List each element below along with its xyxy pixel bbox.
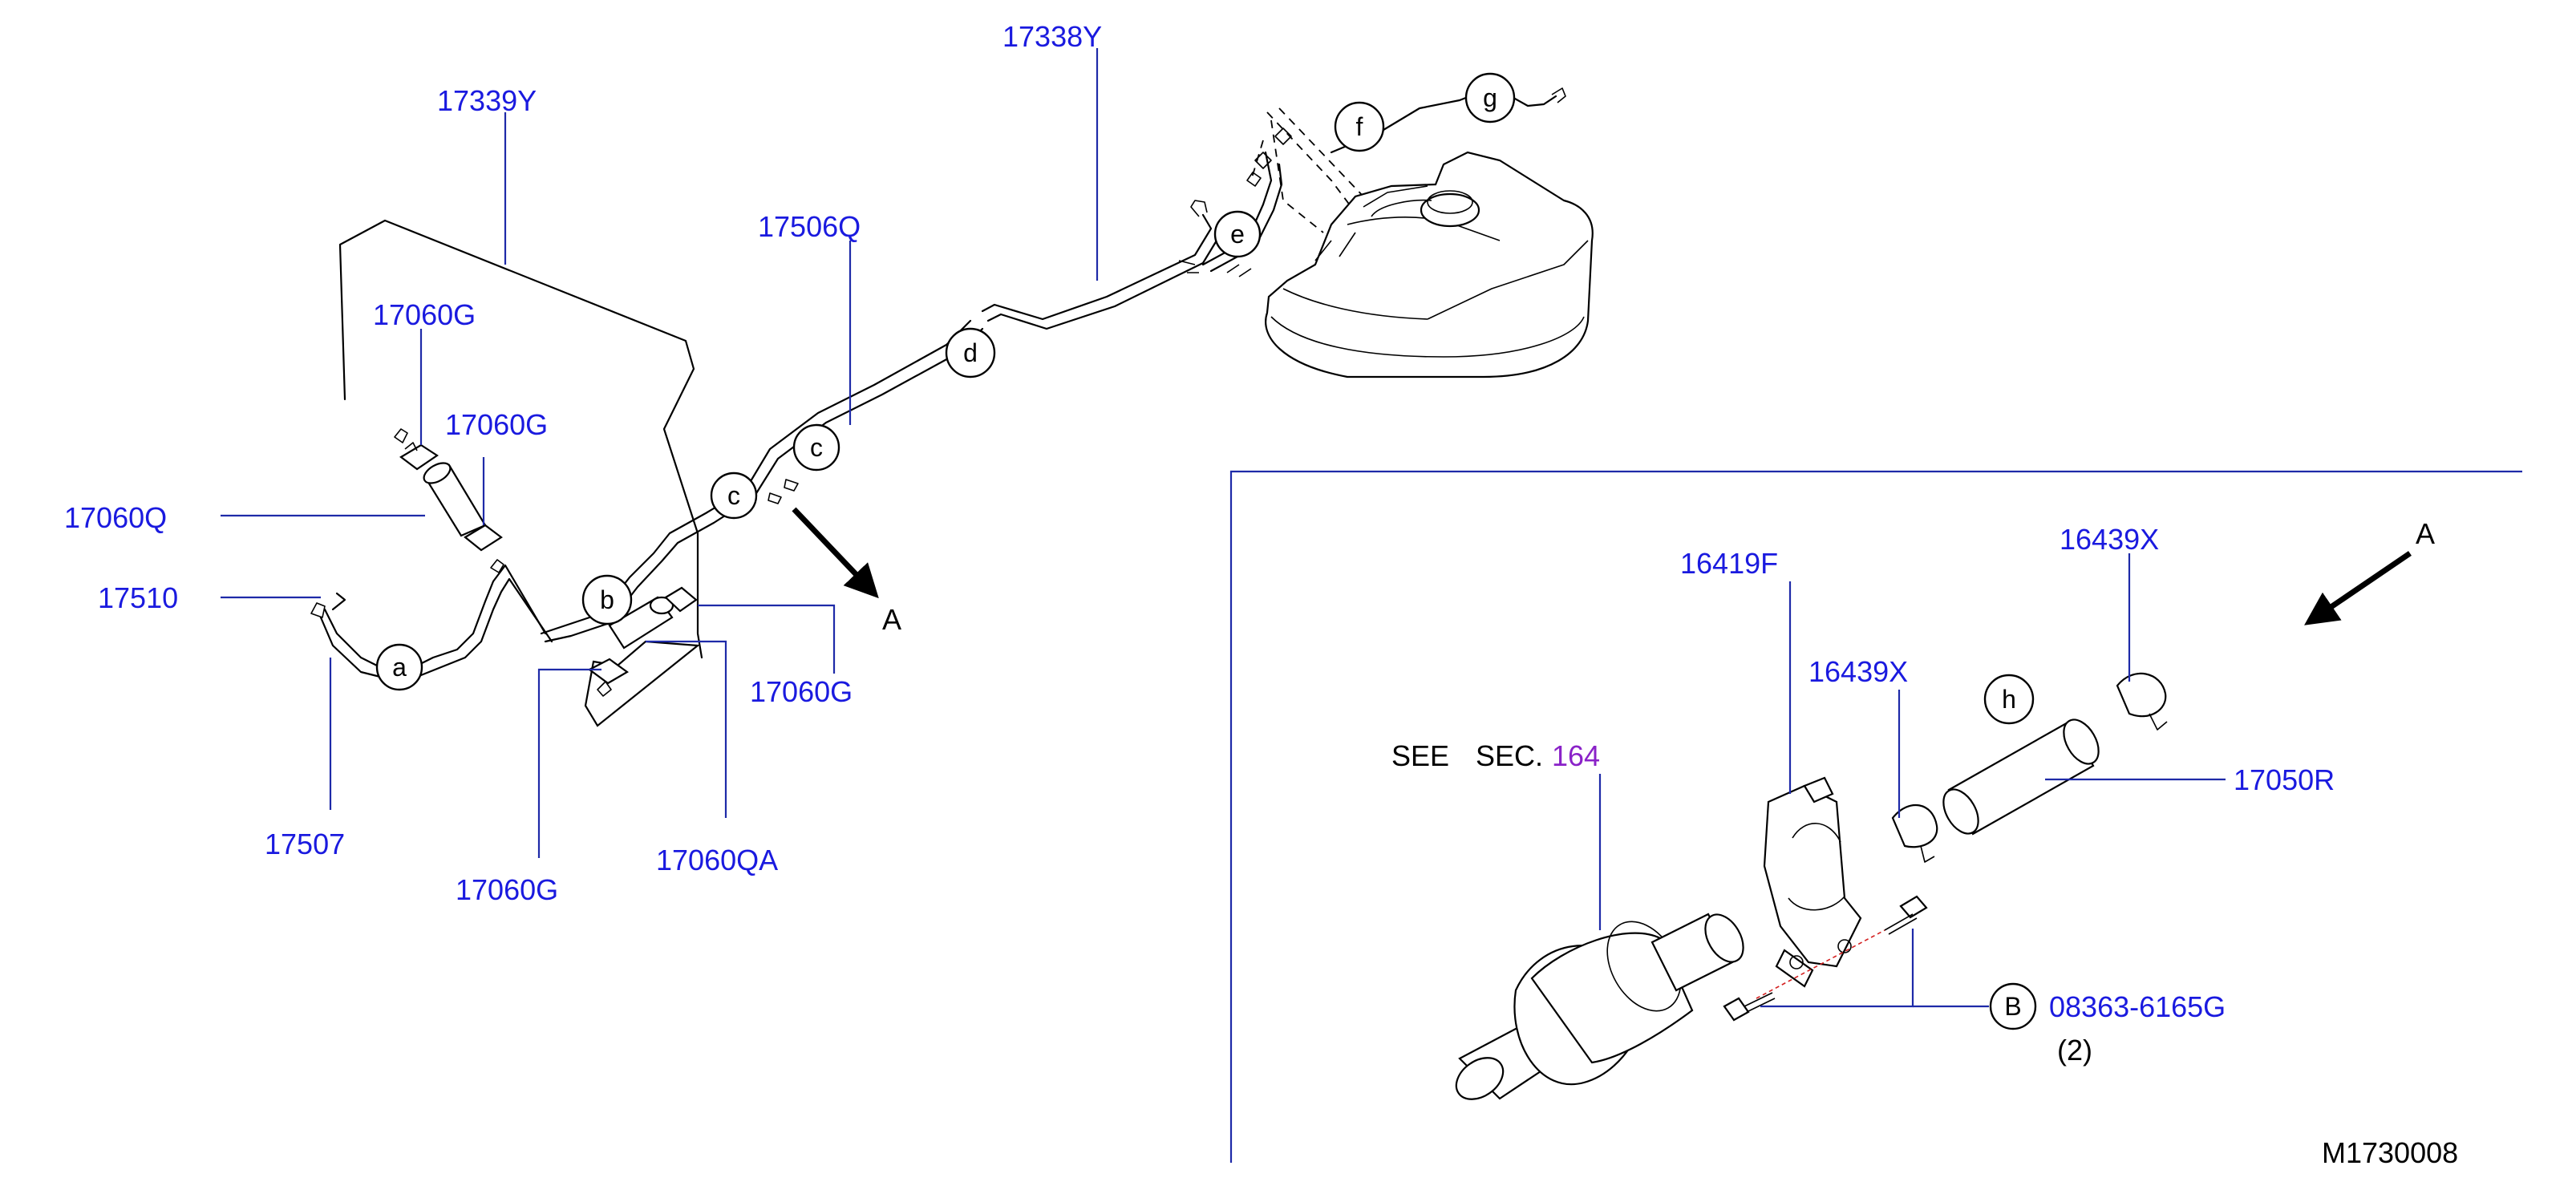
fuel-filter-assembly [1455,672,2168,1100]
label-16439X-2: 16439X [2060,523,2159,556]
label-16419F: 16419F [1680,547,1778,580]
body-panel-outline [338,219,703,659]
bubble-b: b [600,585,614,614]
see-sec-number: 164 [1552,739,1600,772]
part-labels: 17339Y 17338Y 17506Q 17060G 17060G 17060… [64,20,2335,1067]
view-a-arrow-right [2304,551,2412,625]
bubble-c-2: c [810,433,823,462]
label-17060G-3: 17060G [750,675,853,708]
fuel-tank [1265,151,1594,378]
bubble-a: a [392,653,407,682]
label-17060QA: 17060QA [656,844,778,876]
bubble-f: f [1356,112,1363,141]
label-17338Y: 17338Y [1002,20,1102,53]
label-17510: 17510 [98,581,178,614]
label-quantity: (2) [2057,1034,2092,1067]
bubble-h: h [2002,685,2016,714]
label-17050R: 17050R [2234,763,2335,796]
drawing-code: M1730008 [2322,1136,2458,1169]
arrow-label-a-right: A [2416,517,2435,550]
label-17060G-2: 17060G [445,408,548,441]
label-17060Q: 17060Q [64,501,167,534]
bubble-B: B [2004,992,2021,1021]
bubble-c-1: c [727,481,740,510]
filler-hoses [310,428,700,727]
label-17060G-1: 17060G [373,298,476,331]
bubble-g: g [1483,83,1497,112]
label-17506Q: 17506Q [758,210,861,243]
view-a-arrow-left [792,507,879,599]
label-17507: 17507 [265,828,345,860]
section-reference: SEE SEC. 164 [1391,739,1600,772]
detail-leaders [1598,553,2226,1008]
left-leaders [221,48,1099,858]
see-sec: SEC. [1476,739,1543,772]
bubble-e: e [1230,220,1245,249]
callout-bubbles: a b c c d e f g h B [375,72,2037,1030]
see-word: SEE [1391,739,1449,772]
label-16439X-1: 16439X [1808,655,1908,688]
label-17060G-4: 17060G [456,873,558,906]
label-08363-6165G: 08363-6165G [2049,990,2226,1023]
label-17339Y: 17339Y [437,84,537,117]
arrow-label-a-left: A [882,603,901,636]
detail-frame [1229,470,2522,1163]
bubble-d: d [963,338,978,367]
